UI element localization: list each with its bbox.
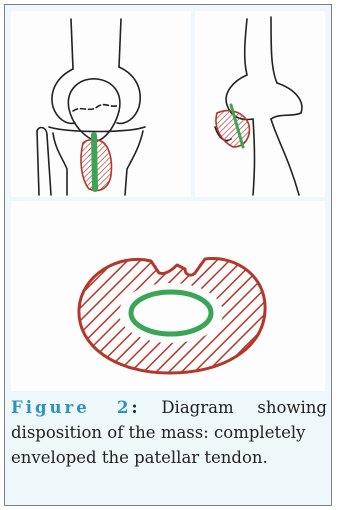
figure-frame: Figure 2: Diagram showing disposition of…	[4, 4, 332, 506]
figure-caption: Figure 2: Diagram showing disposition of…	[11, 395, 327, 470]
figure-label: Figure 2	[11, 398, 131, 417]
tendon-front-view	[94, 135, 95, 189]
tendon-cross-section	[131, 292, 211, 334]
caption-line-1: Figure 2: Diagram showing	[11, 395, 327, 420]
figure-illustration	[9, 9, 327, 393]
caption-line-3: enveloped the patellar tendon.	[11, 445, 327, 470]
caption-line-2: disposition of the mass: completely	[11, 420, 327, 445]
side-view-panel	[195, 11, 325, 197]
caption-text-1: Diagram showing	[138, 398, 327, 417]
